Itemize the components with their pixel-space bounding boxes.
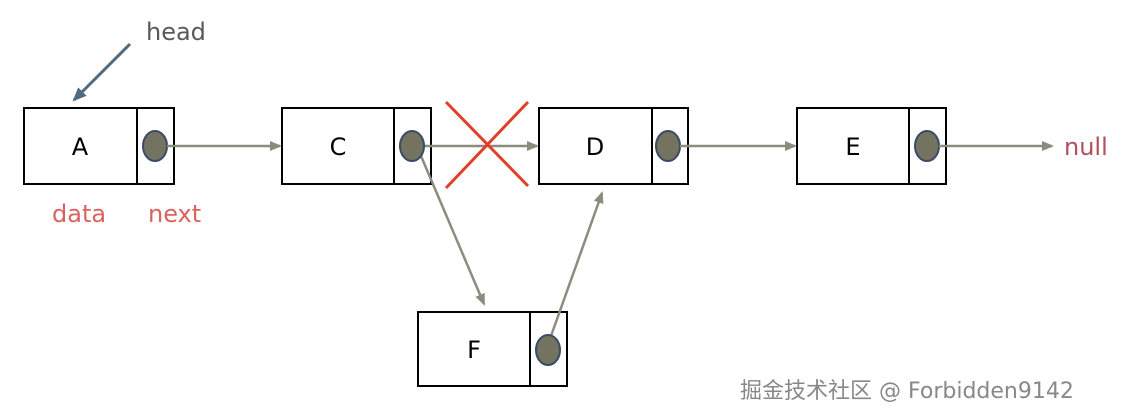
arrow-f-to-d xyxy=(549,191,604,337)
node-a: A xyxy=(23,107,175,185)
node-d-next-dot xyxy=(655,130,681,162)
node-e-label: E xyxy=(845,133,860,161)
null-label: null xyxy=(1064,133,1108,161)
node-e-next-dot xyxy=(914,130,940,162)
node-a-label: A xyxy=(72,133,89,161)
cross-mark xyxy=(444,100,530,190)
node-a-next-dot xyxy=(142,130,168,162)
node-f-next-dot xyxy=(535,334,561,366)
next-label: next xyxy=(148,200,201,228)
node-f: F xyxy=(417,311,568,387)
node-e: E xyxy=(796,107,947,185)
watermark-text: 掘金技术社区 @ Forbidden9142 xyxy=(740,379,1074,404)
arrow-c-to-f xyxy=(419,155,486,306)
data-label: data xyxy=(52,200,106,228)
node-d: D xyxy=(538,107,689,185)
node-c-next-dot xyxy=(399,130,425,162)
node-c-label: C xyxy=(330,133,347,161)
head-label: head xyxy=(146,18,206,46)
node-d-label: D xyxy=(586,133,604,161)
head-pointer-arrow xyxy=(72,42,132,102)
node-f-label: F xyxy=(467,336,481,364)
